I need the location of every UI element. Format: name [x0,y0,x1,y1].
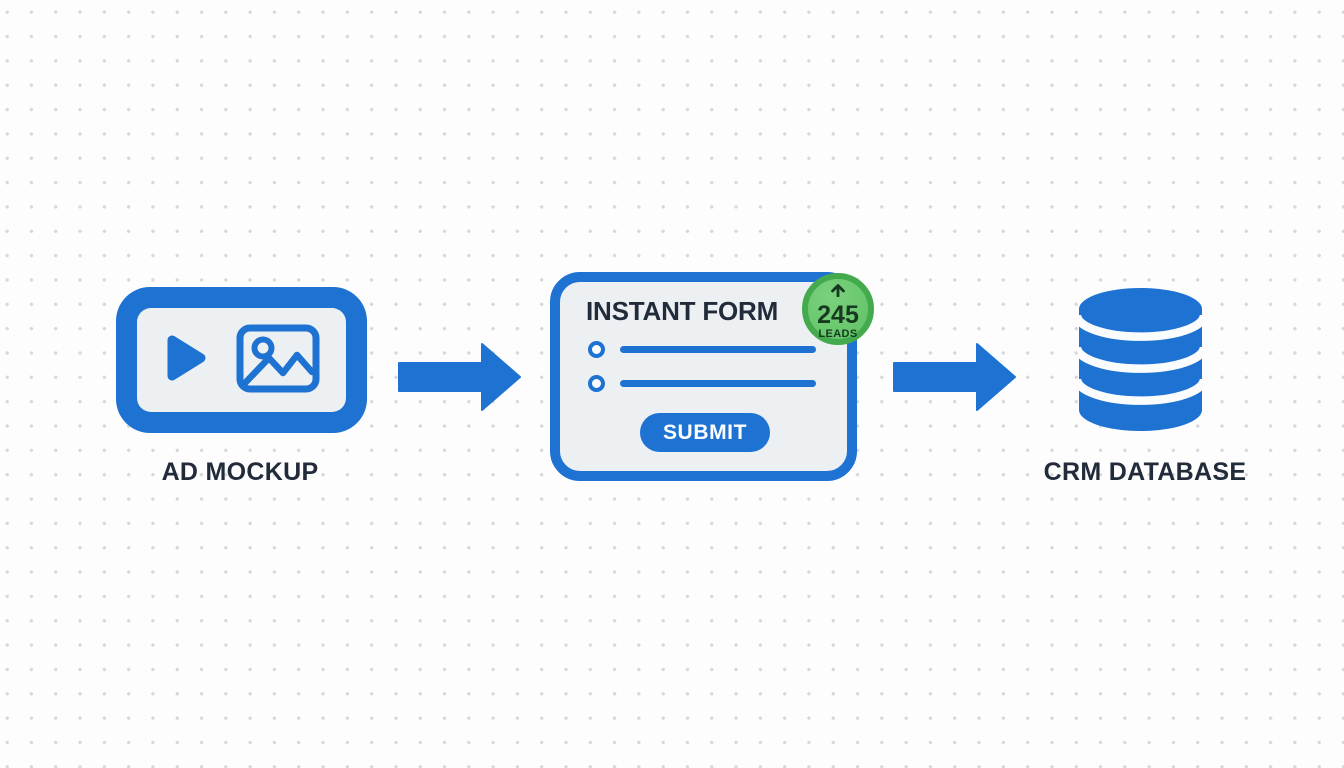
field-bullet-icon [588,374,605,392]
instant-form-card: INSTANT FORM SUBMIT [550,272,857,481]
leads-count: 245 [817,301,859,329]
submit-button[interactable]: SUBMIT [640,413,770,452]
arrow-right-icon [893,343,1017,416]
leads-unit: LEADS [818,328,858,340]
instant-form-title: INSTANT FORM [586,296,779,326]
field-bullet-icon [588,341,605,358]
database-icon [1079,288,1202,436]
arrow-up-icon [830,284,846,302]
ad-mockup-label: AD MOCKUP [161,458,319,486]
play-icon [167,334,207,387]
crm-database-label: CRM DATABASE [1043,458,1247,486]
ad-mockup-screen [137,308,346,412]
leads-badge: 245 LEADS [802,273,874,345]
form-field-1 [620,346,816,353]
form-field-2 [620,379,816,387]
image-icon [236,324,320,398]
arrow-right-icon [398,343,522,416]
ad-mockup-card [116,287,367,433]
